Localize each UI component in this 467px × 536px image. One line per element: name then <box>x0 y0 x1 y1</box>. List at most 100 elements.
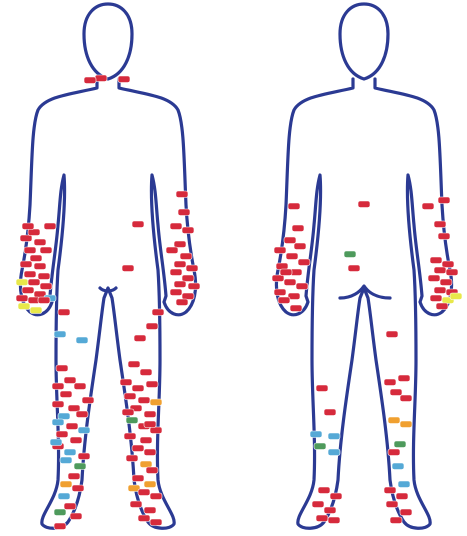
lesion-marker-orange <box>150 399 162 406</box>
lesion-marker-red <box>146 467 158 474</box>
lesion-marker-red <box>152 309 164 316</box>
lesion-marker-red <box>56 365 68 372</box>
lesion-marker-red <box>150 427 162 434</box>
lesion-marker-red <box>64 503 76 510</box>
lesion-marker-red <box>446 269 458 276</box>
lesion-marker-red <box>400 395 412 402</box>
lesion-marker-orange <box>388 417 400 424</box>
lesion-marker-red <box>428 275 440 282</box>
lesion-marker-red <box>40 283 52 290</box>
lesion-marker-red <box>72 485 84 492</box>
lesion-marker-red <box>180 253 192 260</box>
lesion-marker-blue <box>54 331 66 338</box>
lesion-marker-red <box>388 449 400 456</box>
lesion-marker-red <box>274 289 286 296</box>
lesion-marker-yellow <box>18 303 30 310</box>
lesion-marker-red <box>288 203 300 210</box>
lesion-marker-red <box>68 473 80 480</box>
lesion-marker-red <box>434 221 446 228</box>
lesion-marker-blue <box>64 449 76 456</box>
lesion-marker-red <box>95 75 107 82</box>
lesion-marker-red <box>296 283 308 290</box>
lesion-marker-red <box>384 487 396 494</box>
lesion-marker-red <box>146 381 158 388</box>
lesion-marker-red <box>30 255 42 262</box>
lesion-marker-red <box>312 501 324 508</box>
lesion-marker-red <box>324 507 336 514</box>
lesion-marker-orange <box>140 461 152 468</box>
lesion-marker-red <box>278 297 290 304</box>
lesion-marker-red <box>144 411 156 418</box>
lesion-marker-red <box>358 201 370 208</box>
lesion-marker-red <box>286 253 298 260</box>
lesion-marker-red <box>396 493 408 500</box>
lesion-marker-red <box>174 241 186 248</box>
lesion-marker-red <box>124 433 136 440</box>
lesion-marker-red <box>442 261 454 268</box>
lesion-marker-red <box>138 397 150 404</box>
lesion-marker-red <box>68 405 80 412</box>
lesion-marker-red <box>20 261 32 268</box>
lesion-marker-red <box>390 389 402 396</box>
lesion-marker-red <box>170 223 182 230</box>
lesion-marker-red <box>150 493 162 500</box>
lesion-marker-red <box>144 507 156 514</box>
lesion-marker-red <box>328 517 340 524</box>
lesion-marker-red <box>64 377 76 384</box>
lesion-marker-red <box>38 273 50 280</box>
lesion-marker-red <box>74 383 86 390</box>
lesion-marker-red <box>134 335 146 342</box>
lesion-marker-red <box>316 385 328 392</box>
lesion-marker-red <box>34 263 46 270</box>
lesion-marker-red <box>132 385 144 392</box>
lesion-marker-red <box>384 379 396 386</box>
lesion-marker-red <box>290 305 302 312</box>
lesion-marker-red <box>138 515 150 522</box>
lesion-marker-red <box>316 515 328 522</box>
lesion-marker-blue <box>392 463 404 470</box>
lesion-marker-blue <box>50 439 62 446</box>
lesion-marker-red <box>398 375 410 382</box>
lesion-marker-blue <box>398 481 410 488</box>
lesion-marker-red <box>132 221 144 228</box>
lesion-marker-red <box>170 269 182 276</box>
lesion-marker-red <box>434 267 446 274</box>
lesion-marker-red <box>176 191 188 198</box>
lesion-marker-red <box>76 411 88 418</box>
lesion-marker-red <box>170 289 182 296</box>
lesion-marker-red <box>122 265 134 272</box>
back-body-outline <box>340 4 388 79</box>
lesion-marker-blue <box>76 337 88 344</box>
lesion-marker-red <box>24 271 36 278</box>
front-body-figure <box>20 4 195 528</box>
lesion-marker-orange <box>60 481 72 488</box>
lesion-marker-red <box>122 409 134 416</box>
lesion-marker-red <box>324 409 336 416</box>
lesion-marker-red <box>52 383 64 390</box>
lesion-marker-red <box>78 453 90 460</box>
lesion-marker-red <box>120 379 132 386</box>
lesion-marker-red <box>124 393 136 400</box>
lesion-marker-green <box>54 509 66 516</box>
lesion-marker-green <box>126 417 138 424</box>
lesion-marker-red <box>22 223 34 230</box>
lesion-marker-green <box>74 463 86 470</box>
lesion-marker-red <box>52 401 64 408</box>
lesion-marker-red <box>318 487 330 494</box>
lesion-marker-red <box>66 423 78 430</box>
lesion-marker-red <box>34 239 46 246</box>
lesion-marker-blue <box>310 431 322 438</box>
lesion-marker-blue <box>78 427 90 434</box>
lesion-marker-red <box>438 233 450 240</box>
lesion-marker-red <box>276 263 288 270</box>
lesion-marker-red <box>422 203 434 210</box>
lesion-marker-red <box>430 257 442 264</box>
lesion-marker-red <box>70 437 82 444</box>
lesion-marker-red <box>140 369 152 376</box>
lesion-marker-red <box>330 493 342 500</box>
back-body-outline <box>276 79 451 528</box>
lesion-marker-red <box>150 519 162 526</box>
lesion-marker-red <box>400 509 412 516</box>
lesion-marker-red <box>140 437 152 444</box>
lesion-marker-red <box>348 265 360 272</box>
